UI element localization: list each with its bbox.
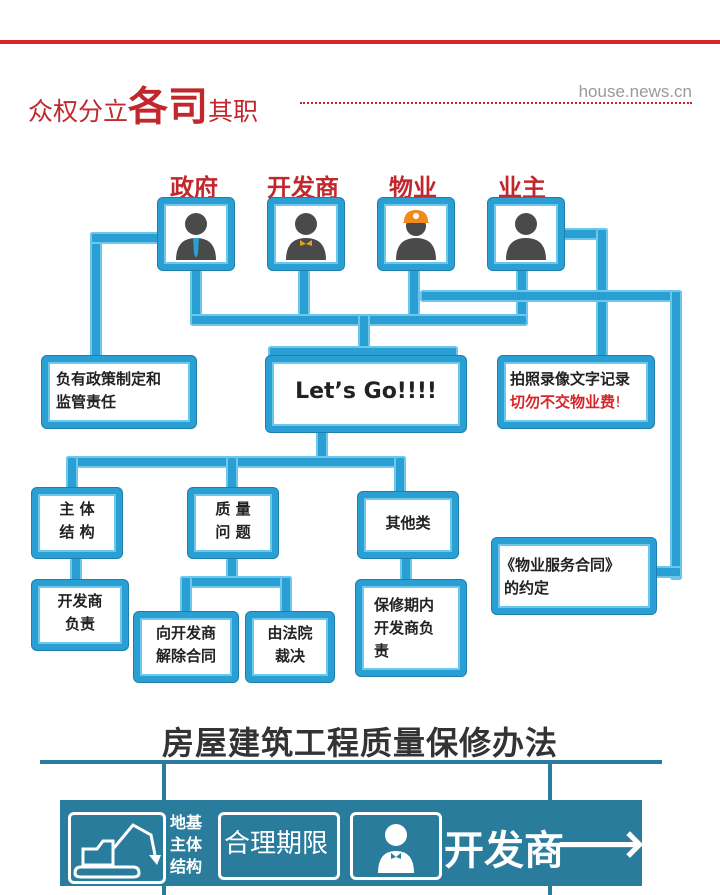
header-dotted-line (300, 102, 692, 104)
role-frame-government (158, 198, 234, 270)
developer-person-icon (286, 213, 326, 260)
owner-person-icon (506, 213, 546, 260)
role-frame-property (378, 198, 454, 270)
official-person-icon (176, 213, 216, 260)
court-line-1: 由法院 (267, 624, 313, 642)
quality-line-1: 质 量 (215, 500, 251, 518)
center-box (266, 356, 466, 432)
header-title-post: 其职 (208, 97, 259, 126)
header-title-big: 各司 (128, 84, 209, 130)
pipe (670, 290, 682, 580)
owner-note-line-1: 拍照录像文字记录 (510, 370, 631, 388)
banner-title: 房屋建筑工程质量保修办法 (161, 724, 558, 762)
gov-duty-box (42, 356, 196, 428)
quality-line-2: 问 题 (215, 523, 251, 541)
role-title-developer: 开发商 (267, 174, 339, 202)
role-title-property: 物业 (389, 174, 437, 202)
court-box (246, 612, 334, 682)
role-frame-owner (488, 198, 564, 270)
banner-party: 开发商 (444, 828, 564, 874)
pipe (408, 268, 420, 324)
pipe (190, 268, 202, 324)
period-frame (218, 812, 340, 880)
owner-note-box (498, 356, 654, 428)
pipe (226, 456, 238, 496)
main-structure-line-1: 主 体 (59, 500, 95, 518)
pipe (280, 576, 292, 616)
role-title-owner: 业主 (498, 174, 546, 202)
pipe (90, 232, 102, 357)
developer-liable-line-2: 负责 (64, 615, 95, 633)
other-label: 其他类 (385, 514, 431, 532)
arrow-right-icon: ⟶ (556, 806, 645, 879)
developer-liable-line-1: 开发商 (57, 592, 103, 610)
pipe (556, 228, 608, 240)
page-header: 众权分立各司其职 (28, 74, 258, 132)
rescind-box (134, 612, 238, 682)
gov-duty-line-1: 负有政策制定和 (56, 370, 162, 388)
site-label: house.news.cn (578, 82, 692, 101)
other-box (358, 492, 458, 558)
pipe (420, 290, 682, 302)
pipe (90, 232, 162, 244)
rescind-line-2: 解除合同 (155, 647, 216, 665)
pipe (268, 346, 458, 358)
pipe (226, 552, 238, 582)
pipe (70, 552, 82, 586)
side-label-line-2: 主体 (170, 835, 203, 854)
banner-side-label: 地基 主体 结构 (170, 812, 202, 878)
warranty-line-2: 开发商负 (374, 619, 435, 637)
owner-note-line-2-text: 切勿不交物业费 (510, 393, 616, 411)
header-title-pre: 众权分立 (28, 97, 129, 126)
pipe (180, 576, 292, 588)
banner-rule (40, 760, 662, 764)
center-label: Let’s Go!!!! (295, 379, 437, 404)
side-label-line-1: 地基 (170, 813, 203, 832)
role-title-government: 政府 (170, 174, 218, 202)
period-label: 合理期限 (224, 829, 329, 859)
main-structure-box (32, 488, 122, 558)
side-label-line-3: 结构 (170, 857, 203, 876)
pipe (400, 552, 412, 586)
role-frame-developer (268, 198, 344, 270)
top-red-bar (0, 40, 720, 44)
contract-line-1: 《物业服务合同》 (500, 556, 621, 574)
warranty-box (356, 580, 466, 676)
owner-note-mark: ! (615, 393, 622, 411)
contract-box (492, 538, 656, 614)
person-frame (350, 812, 442, 880)
main-structure-line-2: 结 构 (59, 523, 95, 541)
court-line-2: 裁决 (274, 647, 305, 665)
warranty-line-1: 保修期内 (374, 596, 435, 614)
excavator-frame (68, 812, 166, 884)
pipe (298, 268, 310, 324)
gov-duty-line-2: 监管责任 (56, 393, 117, 411)
contract-line-2: 的约定 (504, 579, 550, 597)
pipe (650, 566, 682, 578)
pipe (66, 456, 78, 496)
quality-box (188, 488, 278, 558)
pipe (394, 456, 406, 496)
developer-person-icon (378, 824, 414, 873)
pipe (180, 576, 192, 616)
warranty-line-3: 责 (374, 642, 390, 660)
excavator-icon (73, 823, 161, 879)
worker-helmet-icon (396, 210, 436, 260)
rescind-line-1: 向开发商 (155, 624, 216, 642)
owner-note-line-2: 切勿不交物业费! (510, 391, 621, 414)
developer-liable-box (32, 580, 128, 650)
